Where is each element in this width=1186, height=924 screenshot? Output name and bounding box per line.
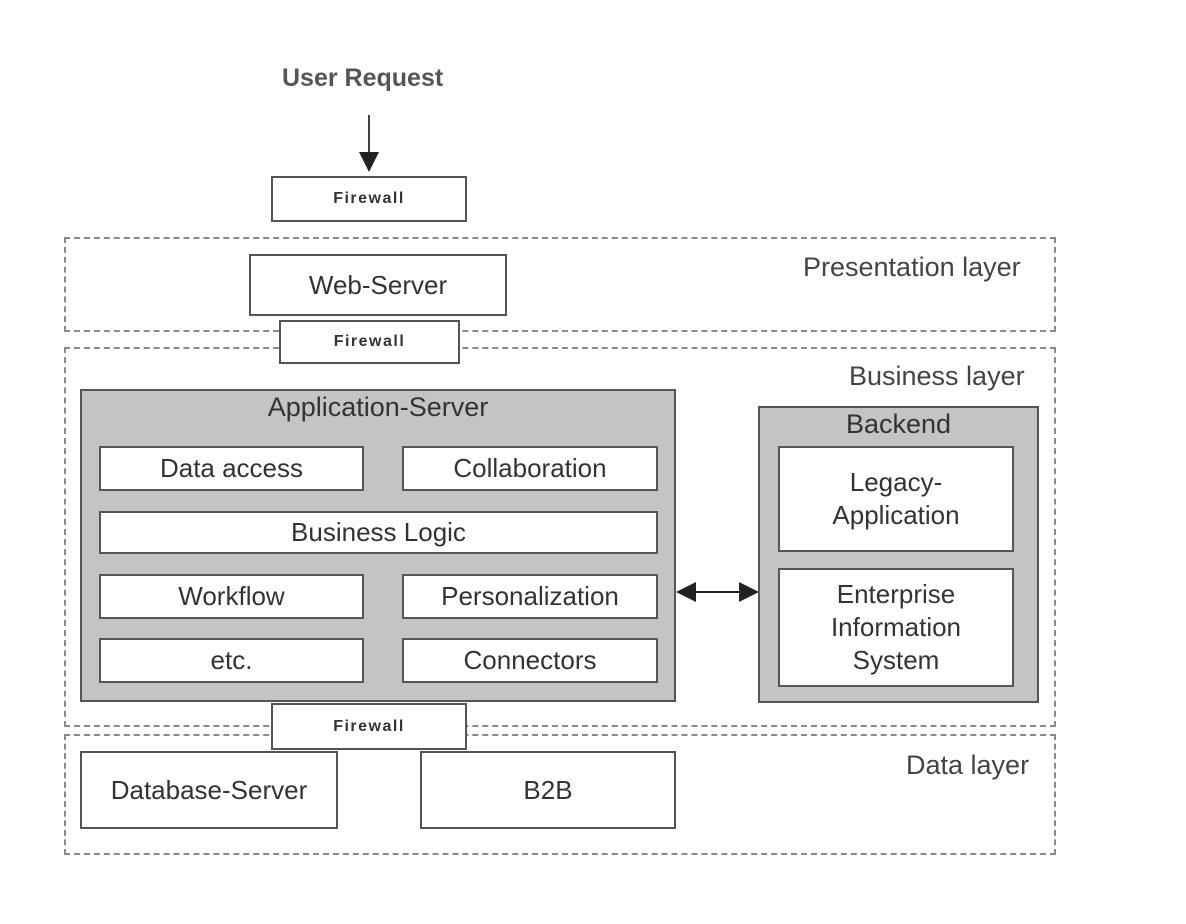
connectors-box: Connectors [402,638,658,683]
data-layer [64,734,1056,855]
collaboration-box: Collaboration [402,446,658,491]
user-request-label: User Request [282,64,444,92]
presentation-layer [64,237,1056,332]
personalization-box: Personalization [402,574,658,619]
firewall-top: Firewall [271,176,467,222]
workflow-box: Workflow [99,574,364,619]
data-access-box: Data access [99,446,364,491]
business-logic-box: Business Logic [99,511,658,554]
backend-title: Backend [845,409,952,439]
database-server-box: Database-Server [80,751,338,829]
business-layer [64,347,1056,727]
data-layer-label: Data layer [906,750,1030,780]
presentation-layer-label: Presentation layer [803,252,1021,282]
web-server-box: Web-Server [249,254,507,316]
business-layer-label: Business layer [849,361,1025,391]
firewall-bottom: Firewall [271,703,467,750]
enterprise-information-system-box: Enterprise Information System [778,568,1014,687]
legacy-application-box: Legacy- Application [778,446,1014,552]
b2b-box: B2B [420,751,676,829]
etc-box: etc. [99,638,364,683]
application-server-title: Application-Server [267,392,489,422]
firewall-middle: Firewall [279,320,460,364]
